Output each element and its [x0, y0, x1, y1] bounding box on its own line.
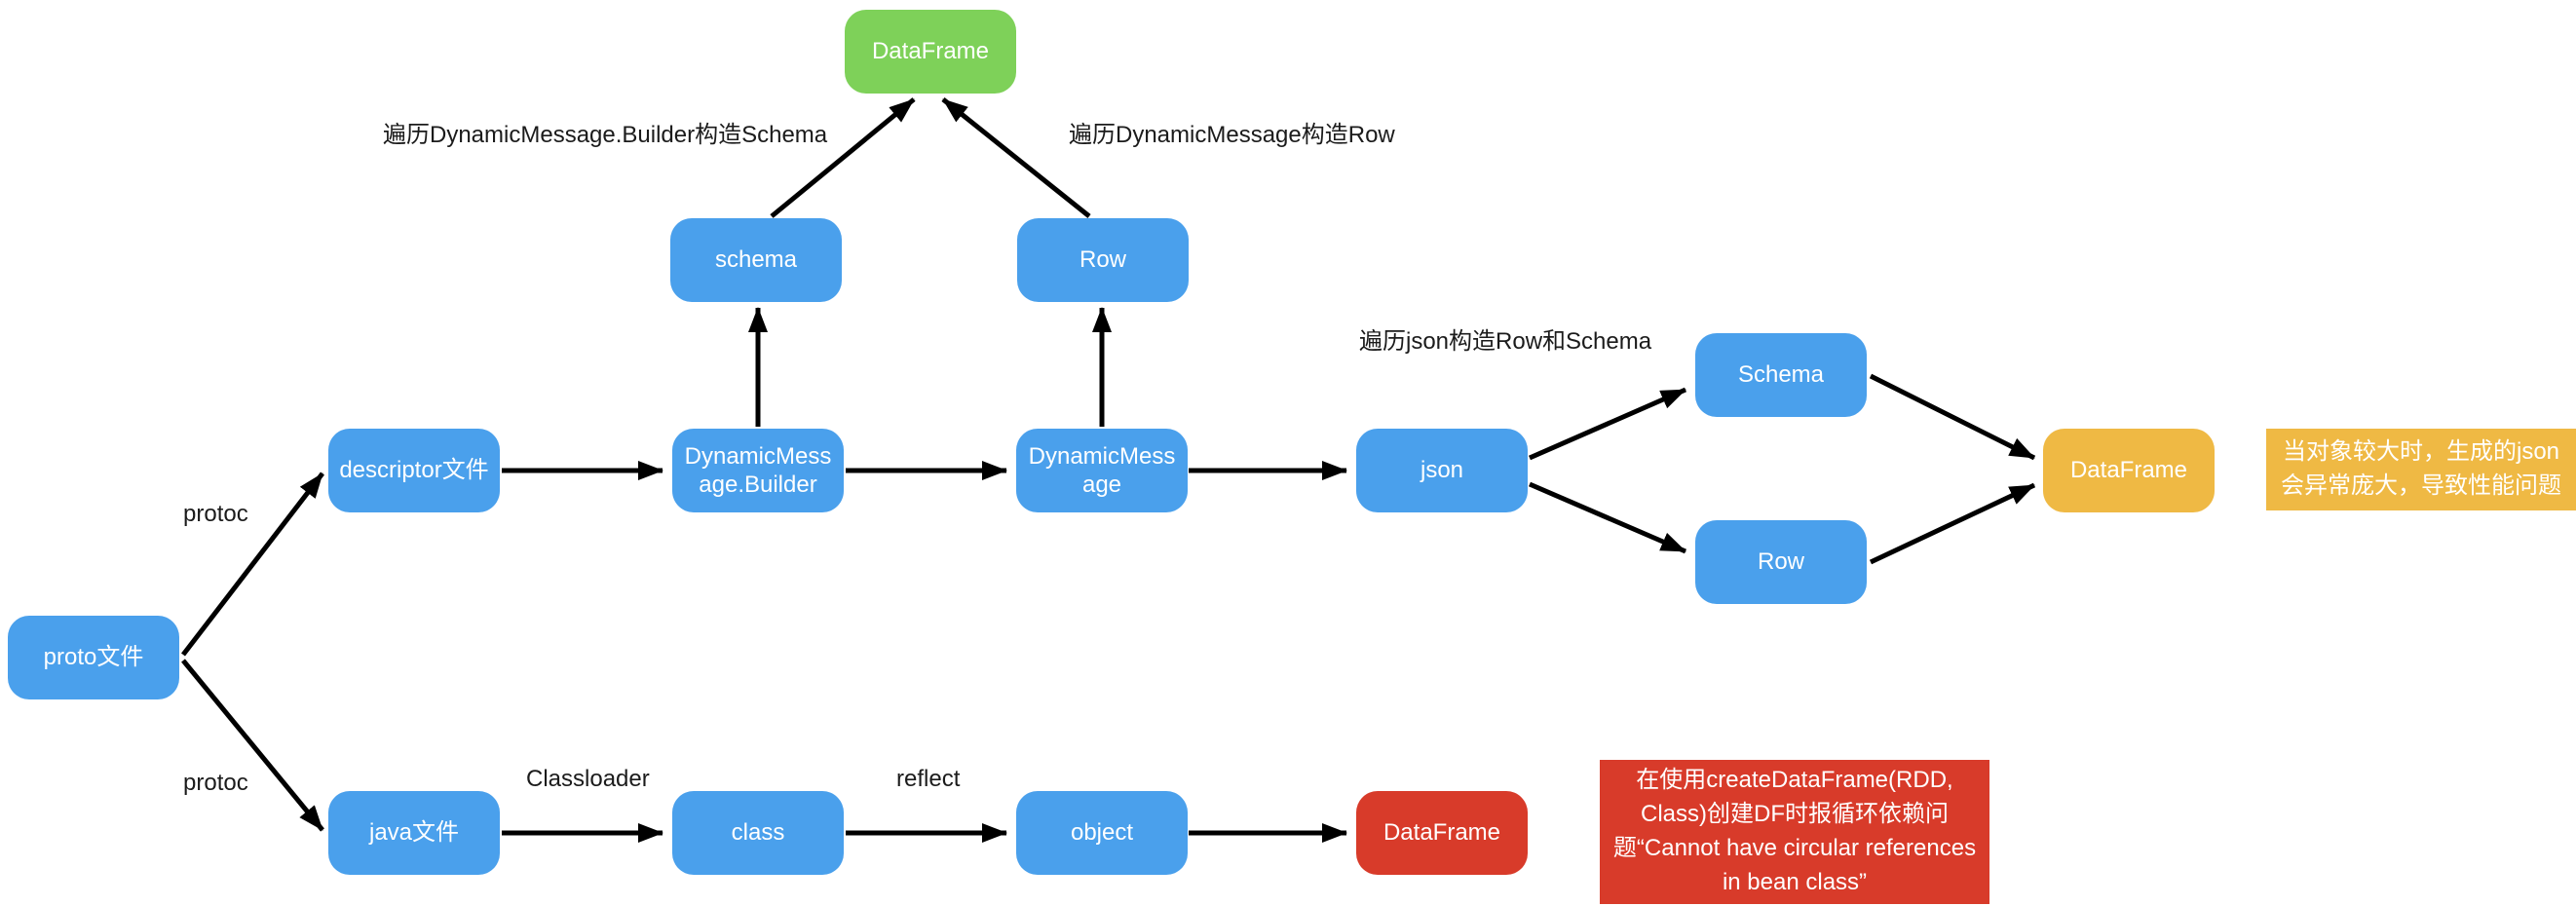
edge-label-protoc-top: protoc: [183, 501, 248, 527]
arrow-json-to-schema-right: [1528, 387, 1687, 461]
arrow-schema-to-dataframe-green: [770, 97, 916, 218]
edge-label-reflect: reflect: [896, 766, 961, 792]
edge-label-protoc-bottom: protoc: [183, 770, 248, 796]
arrow-row-right-to-dataframe-orange: [1869, 482, 2036, 565]
arrow-proto-to-descriptor: [181, 472, 324, 657]
node-descriptor-file: descriptor文件: [328, 429, 500, 512]
node-dataframe-orange: DataFrame: [2043, 429, 2215, 512]
node-proto-file: proto文件: [8, 616, 179, 699]
edge-label-dynamicmessage-row: 遍历DynamicMessage构造Row: [1069, 122, 1395, 148]
edge-label-classloader: Classloader: [526, 766, 650, 792]
node-dataframe-green: DataFrame: [845, 10, 1016, 94]
node-row-upper: Row: [1017, 218, 1189, 302]
node-dynamicmessage: DynamicMessage: [1016, 429, 1188, 512]
note-json-performance: 当对象较大时，生成的json会异常庞大，导致性能问题: [2266, 429, 2576, 510]
node-dataframe-red: DataFrame: [1356, 791, 1528, 875]
node-row-right: Row: [1695, 520, 1867, 604]
node-java-file: java文件: [328, 791, 500, 875]
node-schema-lower: schema: [670, 218, 842, 302]
arrow-json-to-row-right: [1529, 481, 1686, 554]
arrow-schema-right-to-dataframe-orange: [1869, 373, 2036, 461]
arrow-row-to-dataframe-green: [941, 97, 1091, 218]
node-class: class: [672, 791, 844, 875]
note-circular-reference: 在使用createDataFrame(RDD, Class)创建DF时报循环依赖…: [1600, 760, 1989, 904]
edge-label-builder-schema: 遍历DynamicMessage.Builder构造Schema: [383, 122, 828, 148]
node-schema-right: Schema: [1695, 333, 1867, 417]
node-dynamicmessage-builder: DynamicMessage.Builder: [672, 429, 844, 512]
node-object: object: [1016, 791, 1188, 875]
edge-label-json-row-schema: 遍历json构造Row和Schema: [1359, 328, 1652, 355]
node-json: json: [1356, 429, 1528, 512]
arrow-proto-to-java: [181, 659, 324, 832]
